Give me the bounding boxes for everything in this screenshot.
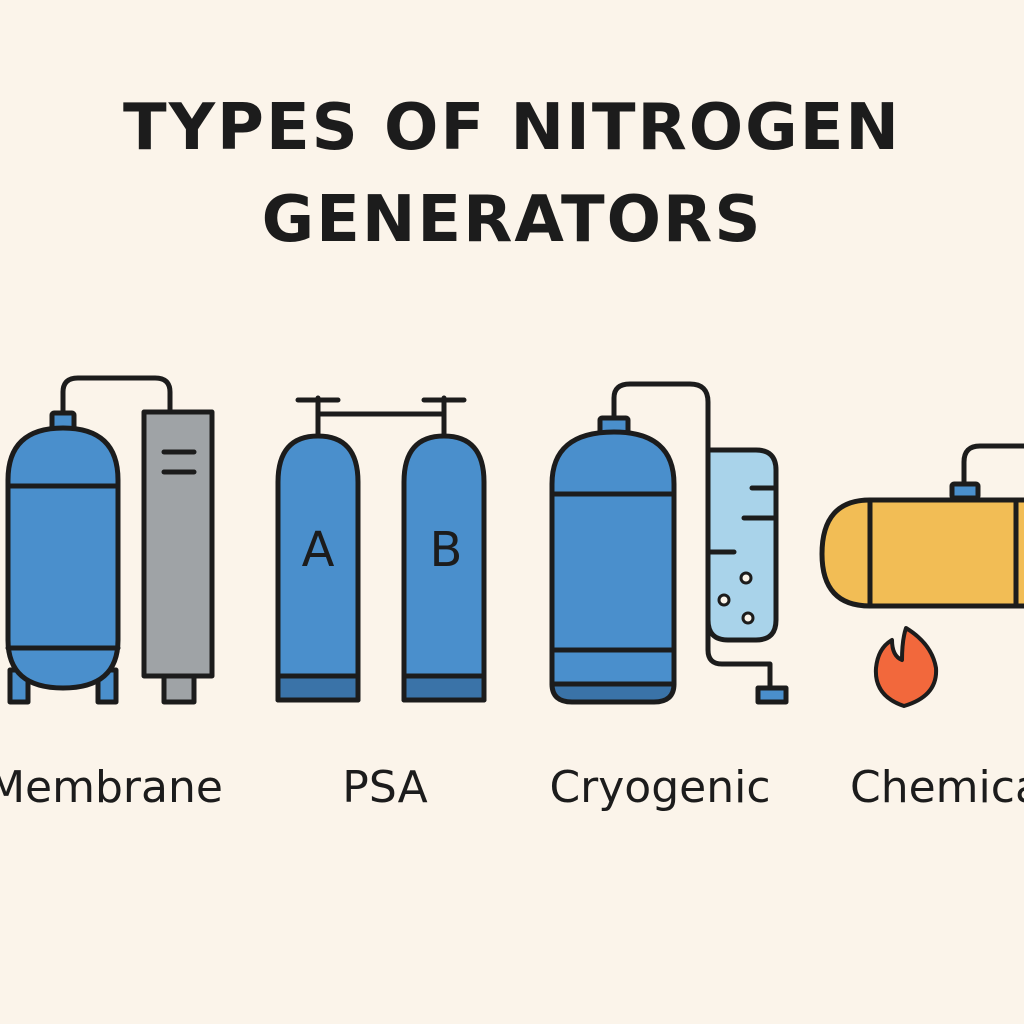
- label-membrane: Membrane: [0, 762, 223, 813]
- cryogenic-bubble-1: [739, 571, 753, 585]
- title-line-2: GENERATORS: [261, 183, 763, 257]
- cryogenic-tank: [549, 429, 677, 687]
- psa-tank-b-label: B: [430, 522, 463, 578]
- psa-tank-a-base: [275, 673, 361, 703]
- psa-generator-icon: [275, 395, 487, 703]
- cryogenic-tank-skirt: [549, 681, 677, 705]
- cryogenic-outlet: [755, 685, 789, 705]
- psa-tank-a: [275, 433, 361, 703]
- psa-tank-b-base: [401, 673, 487, 703]
- membrane-pipe: [60, 375, 173, 419]
- cryogenic-pipe: [611, 381, 773, 693]
- label-cryogenic: Cryogenic: [549, 762, 771, 813]
- membrane-tank: [5, 425, 121, 691]
- chemical-valve: [949, 481, 981, 501]
- membrane-module-base: [161, 673, 197, 705]
- chemical-pipe: [961, 443, 1024, 493]
- psa-tank-b: [401, 433, 487, 703]
- psa-tank-a-label: A: [302, 522, 335, 578]
- flame-icon: [873, 626, 939, 708]
- label-psa: PSA: [342, 762, 428, 813]
- cryogenic-bubble-2: [717, 593, 731, 607]
- page-title: TYPES OF NITROGEN GENERATORS: [0, 82, 1024, 266]
- cryogenic-column: [705, 447, 779, 643]
- chemical-reactor: [819, 497, 1024, 609]
- title-line-1: TYPES OF NITROGEN: [123, 91, 901, 165]
- label-chemical: Chemical: [850, 762, 1024, 813]
- membrane-generator-icon: [5, 375, 215, 705]
- chemical-generator-icon: [819, 443, 1024, 708]
- cryogenic-bubble-3: [741, 611, 755, 625]
- cryogenic-generator-icon: [549, 381, 789, 705]
